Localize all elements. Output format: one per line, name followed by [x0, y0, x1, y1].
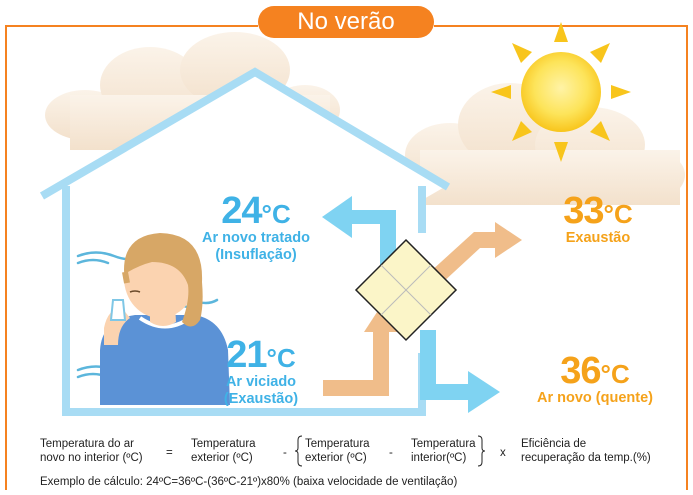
- formula-term-efficiency: Eficiência de recuperação da temp.(%): [521, 437, 651, 465]
- outdoor-exhaust-temp-unit: °C: [603, 199, 633, 229]
- sun-icon: [491, 22, 631, 162]
- formula-term4-line2: interior(ºC): [411, 452, 467, 464]
- formula-minus-1: -: [283, 447, 287, 459]
- fresh-air-label: Ar novo (quente): [537, 390, 653, 406]
- formula-bracket-right: [477, 435, 486, 467]
- room-exhaust-temp-value: 21: [226, 334, 267, 376]
- formula-term1-line2: novo no interior (ºC): [40, 452, 143, 464]
- season-title: No verão: [258, 6, 434, 38]
- supply-temp-unit: °C: [261, 199, 291, 229]
- formula-term2-line1: Temperatura: [191, 438, 256, 450]
- person-figure: [100, 233, 230, 405]
- formula-minus-2: -: [389, 447, 393, 459]
- room-exhaust-temp-unit: °C: [266, 343, 296, 373]
- formula-term-exterior-2: Temperatura exterior (ºC): [305, 437, 370, 465]
- formula-term-exterior: Temperatura exterior (ºC): [191, 437, 256, 465]
- fresh-air-arrow: [420, 330, 500, 413]
- room-exhaust-temp-block: 21°C Ar viciado (Exaustão): [206, 336, 316, 408]
- frame-border: [5, 25, 688, 490]
- outdoor-exhaust-arrow: [430, 222, 522, 284]
- formula-term3-line2: exterior (ºC): [305, 452, 367, 464]
- outdoor-exhaust-temp-value: 33: [563, 190, 604, 232]
- calculation-example: Exemplo de cálculo: 24ºC=36ºC-(36ºC-21º)…: [40, 476, 458, 488]
- formula-times: x: [500, 447, 506, 459]
- supply-temp-block: 24°C Ar novo tratado (Insuflação): [186, 192, 326, 264]
- outdoor-exhaust-label: Exaustão: [565, 230, 631, 246]
- formula-term5-line2: recuperação da temp.(%): [521, 452, 651, 464]
- formula-term4-line1: Temperatura: [411, 438, 476, 450]
- formula-equals: =: [166, 447, 173, 459]
- fresh-air-temp-value: 36: [560, 350, 601, 392]
- formula-term5-line1: Eficiência de: [521, 438, 587, 450]
- room-exhaust-label-line2: (Exaustão): [223, 391, 299, 407]
- formula-term2-line2: exterior (ºC): [191, 452, 253, 464]
- formula-bracket-left: [294, 435, 303, 467]
- fresh-air-temp-block: 36°C Ar novo (quente): [520, 352, 670, 407]
- room-exhaust-arrow: [323, 306, 398, 396]
- supply-temp-value: 24: [221, 190, 262, 232]
- supply-label-line1: Ar novo tratado: [202, 230, 310, 246]
- formula-term-interior: Temperatura interior(ºC): [411, 437, 476, 465]
- room-exhaust-label-line1: Ar viciado: [225, 374, 297, 390]
- formula-term1-line1: Temperatura do ar: [40, 438, 134, 450]
- formula-term-indoor-new-air: Temperatura do ar novo no interior (ºC): [40, 437, 143, 465]
- supply-label-line2: (Insuflação): [215, 247, 297, 263]
- outdoor-exhaust-temp-block: 33°C Exaustão: [548, 192, 648, 247]
- formula-term3-line1: Temperatura: [305, 438, 370, 450]
- heat-exchanger-icon: [354, 238, 458, 342]
- fresh-air-temp-unit: °C: [600, 359, 630, 389]
